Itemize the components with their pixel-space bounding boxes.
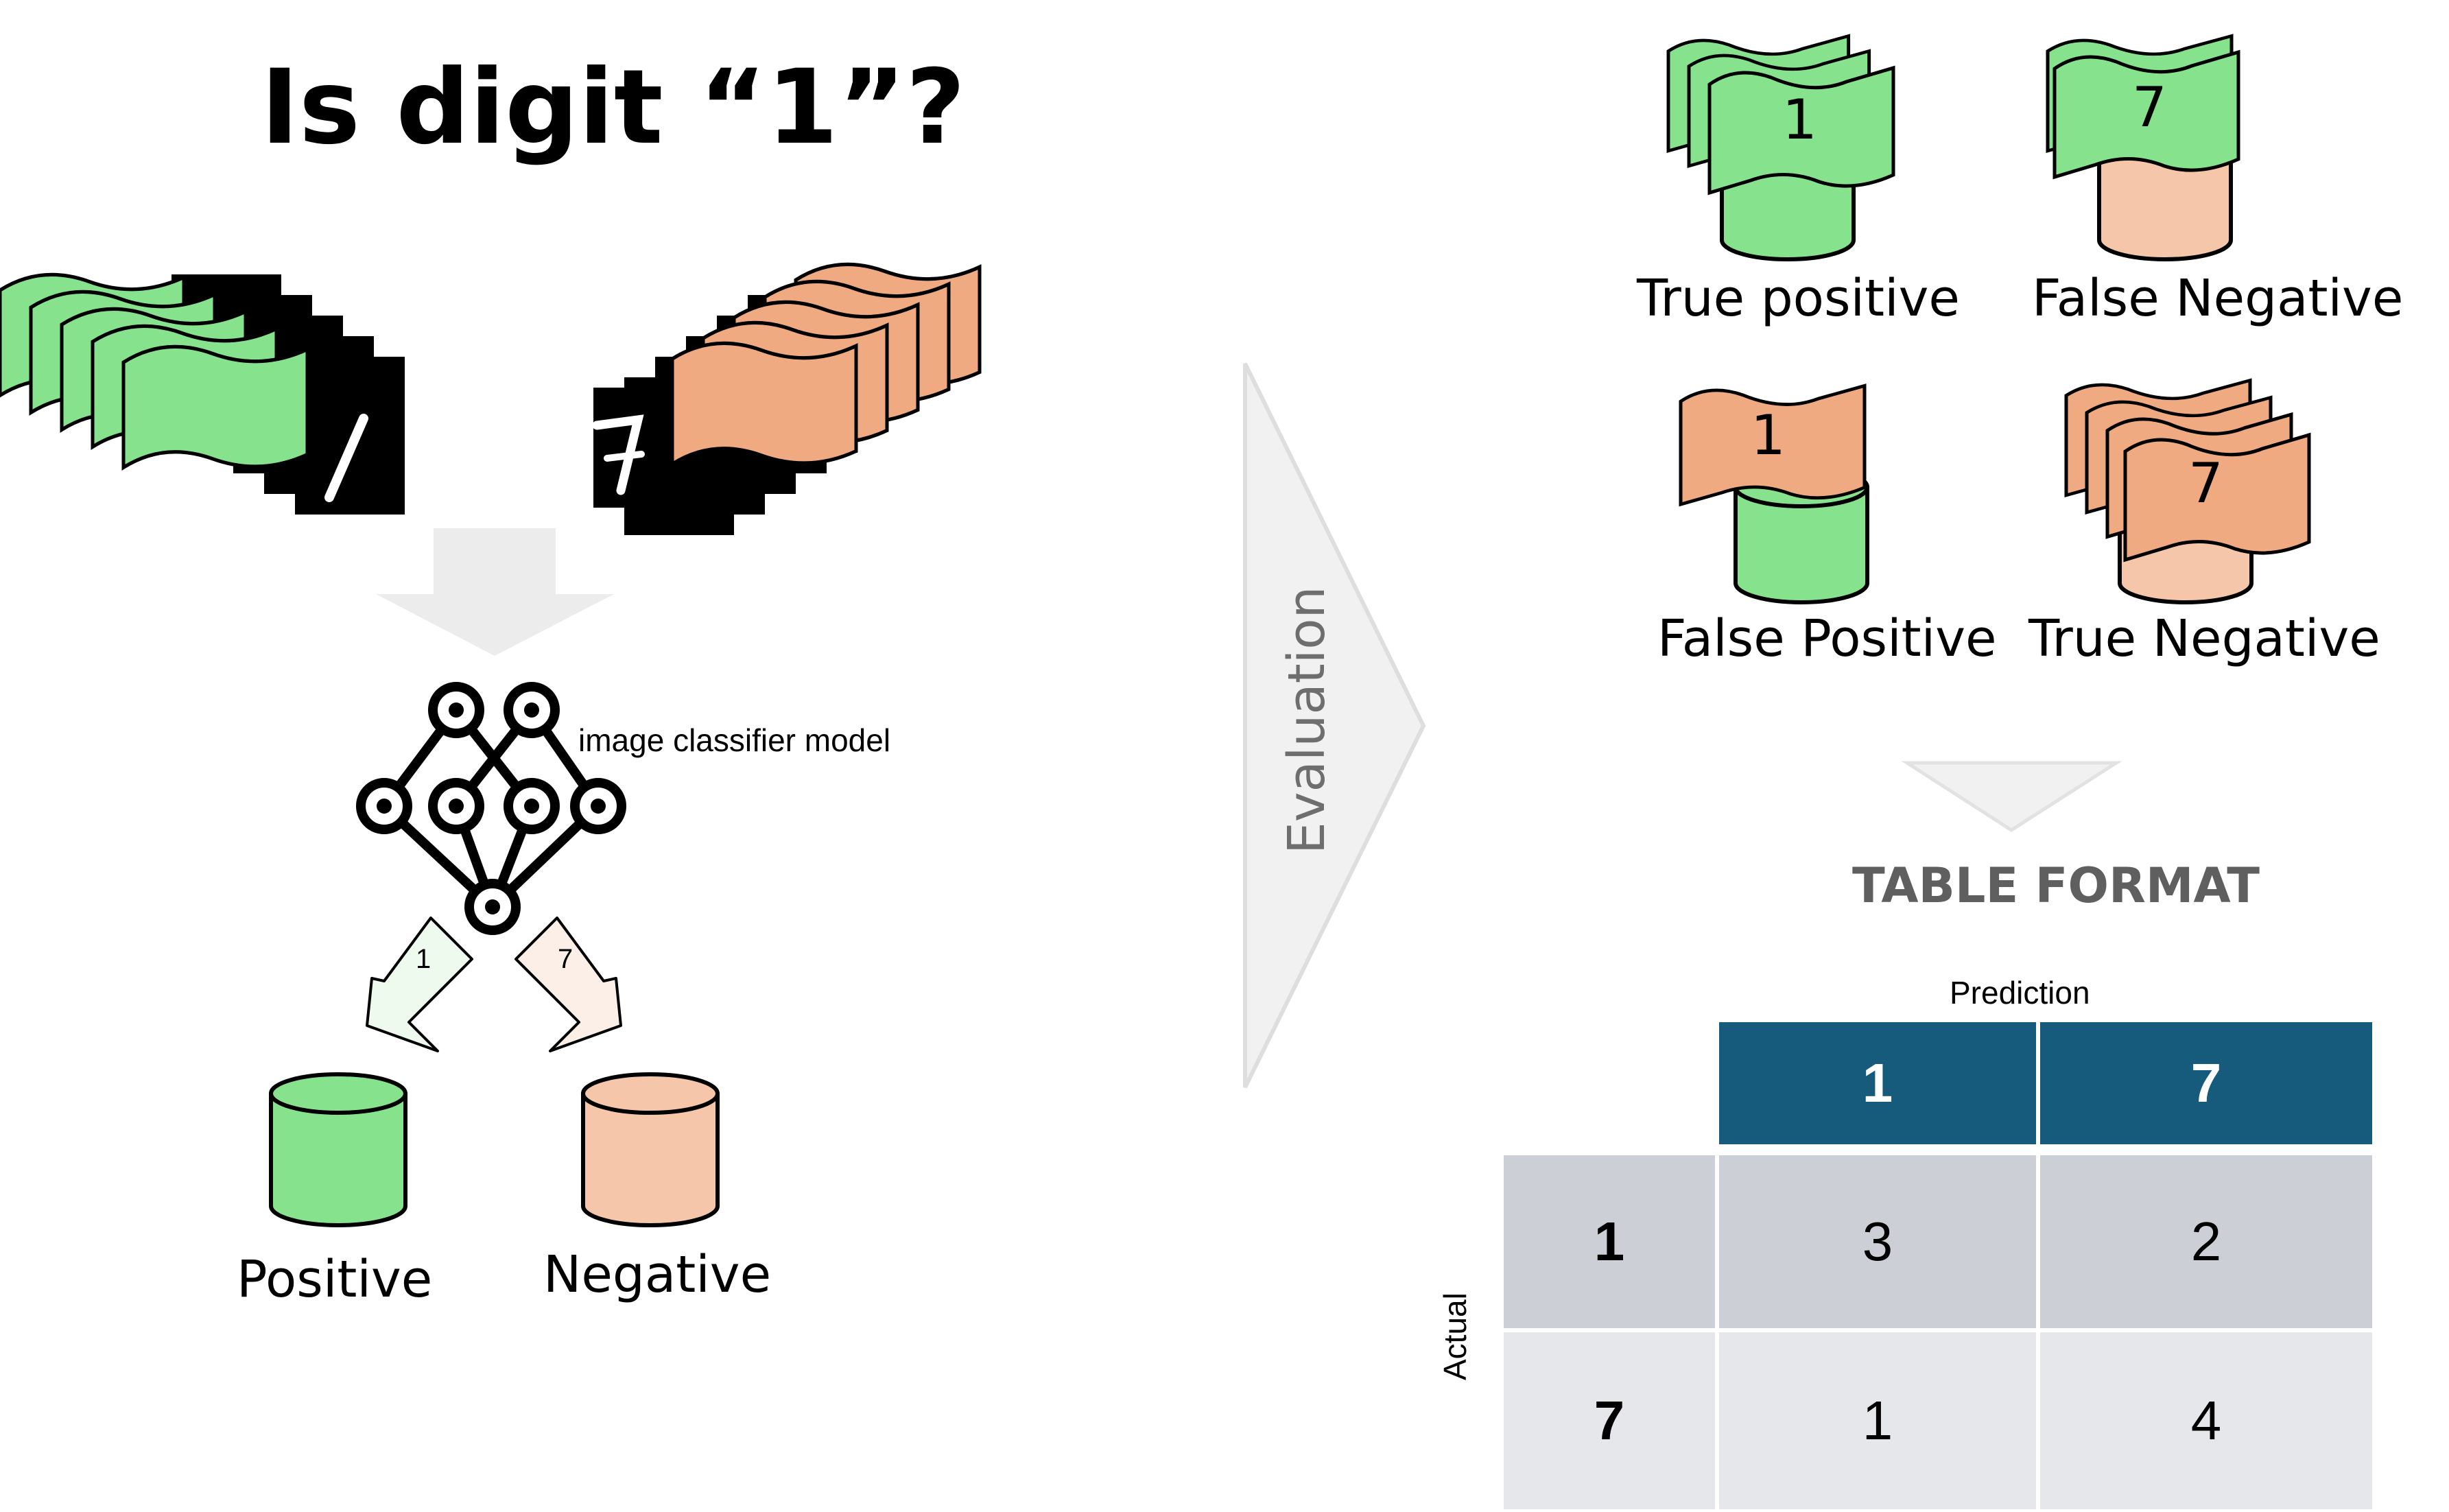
actual-axis-label: Actual [1437, 1292, 1473, 1380]
false-negative-icon [2048, 36, 2238, 261]
evaluation-arrow-icon [1243, 362, 1426, 1089]
neural-network-icon [356, 682, 626, 935]
false-positive-icon [1681, 386, 1869, 604]
cell-1-1: 3 [1719, 1155, 2036, 1328]
true-negative-digit: 7 [2188, 451, 2223, 515]
true-positive-label: True positive [1637, 269, 1960, 328]
true-negative-label: True Negative [2028, 609, 2380, 668]
false-negative-digit: 7 [2132, 75, 2167, 139]
page-title: Is digit “1”? [261, 48, 966, 167]
column-header-7: 7 [2040, 1022, 2372, 1144]
negative-label: Negative [543, 1245, 772, 1304]
false-negative-label: False Negative [2032, 269, 2404, 328]
evaluation-label: Evaluation [1277, 586, 1336, 854]
table-format-label: TABLE FORMAT [1852, 858, 2260, 914]
cell-7-7: 4 [2040, 1332, 2372, 1509]
salmon-tag-stack-icon [672, 264, 980, 464]
down-arrow-to-table-icon [1901, 761, 2122, 832]
cell-1-7: 2 [2040, 1155, 2372, 1328]
negative-cylinder-icon [581, 1072, 720, 1227]
arrow-to-negative-icon [514, 917, 622, 1052]
arrow-label-seven: 7 [558, 944, 573, 974]
positive-label: Positive [237, 1250, 433, 1309]
prediction-axis-label: Prediction [1950, 975, 2090, 1011]
true-positive-icon [1668, 36, 1893, 261]
row-header-1: 1 [1504, 1155, 1715, 1328]
model-label: image classifier model [578, 722, 891, 758]
false-positive-digit: 1 [1751, 403, 1786, 467]
arrow-to-positive-icon [366, 917, 473, 1052]
cell-7-1: 1 [1719, 1332, 2036, 1509]
true-negative-icon [2066, 380, 2309, 604]
true-positive-digit: 1 [1782, 88, 1817, 152]
arrow-label-one: 1 [416, 944, 431, 974]
positive-cylinder-icon [269, 1072, 407, 1227]
false-positive-label: False Positive [1657, 609, 1997, 668]
column-header-1: 1 [1719, 1022, 2036, 1144]
down-arrow-icon [376, 528, 614, 656]
row-header-7: 7 [1504, 1332, 1715, 1509]
